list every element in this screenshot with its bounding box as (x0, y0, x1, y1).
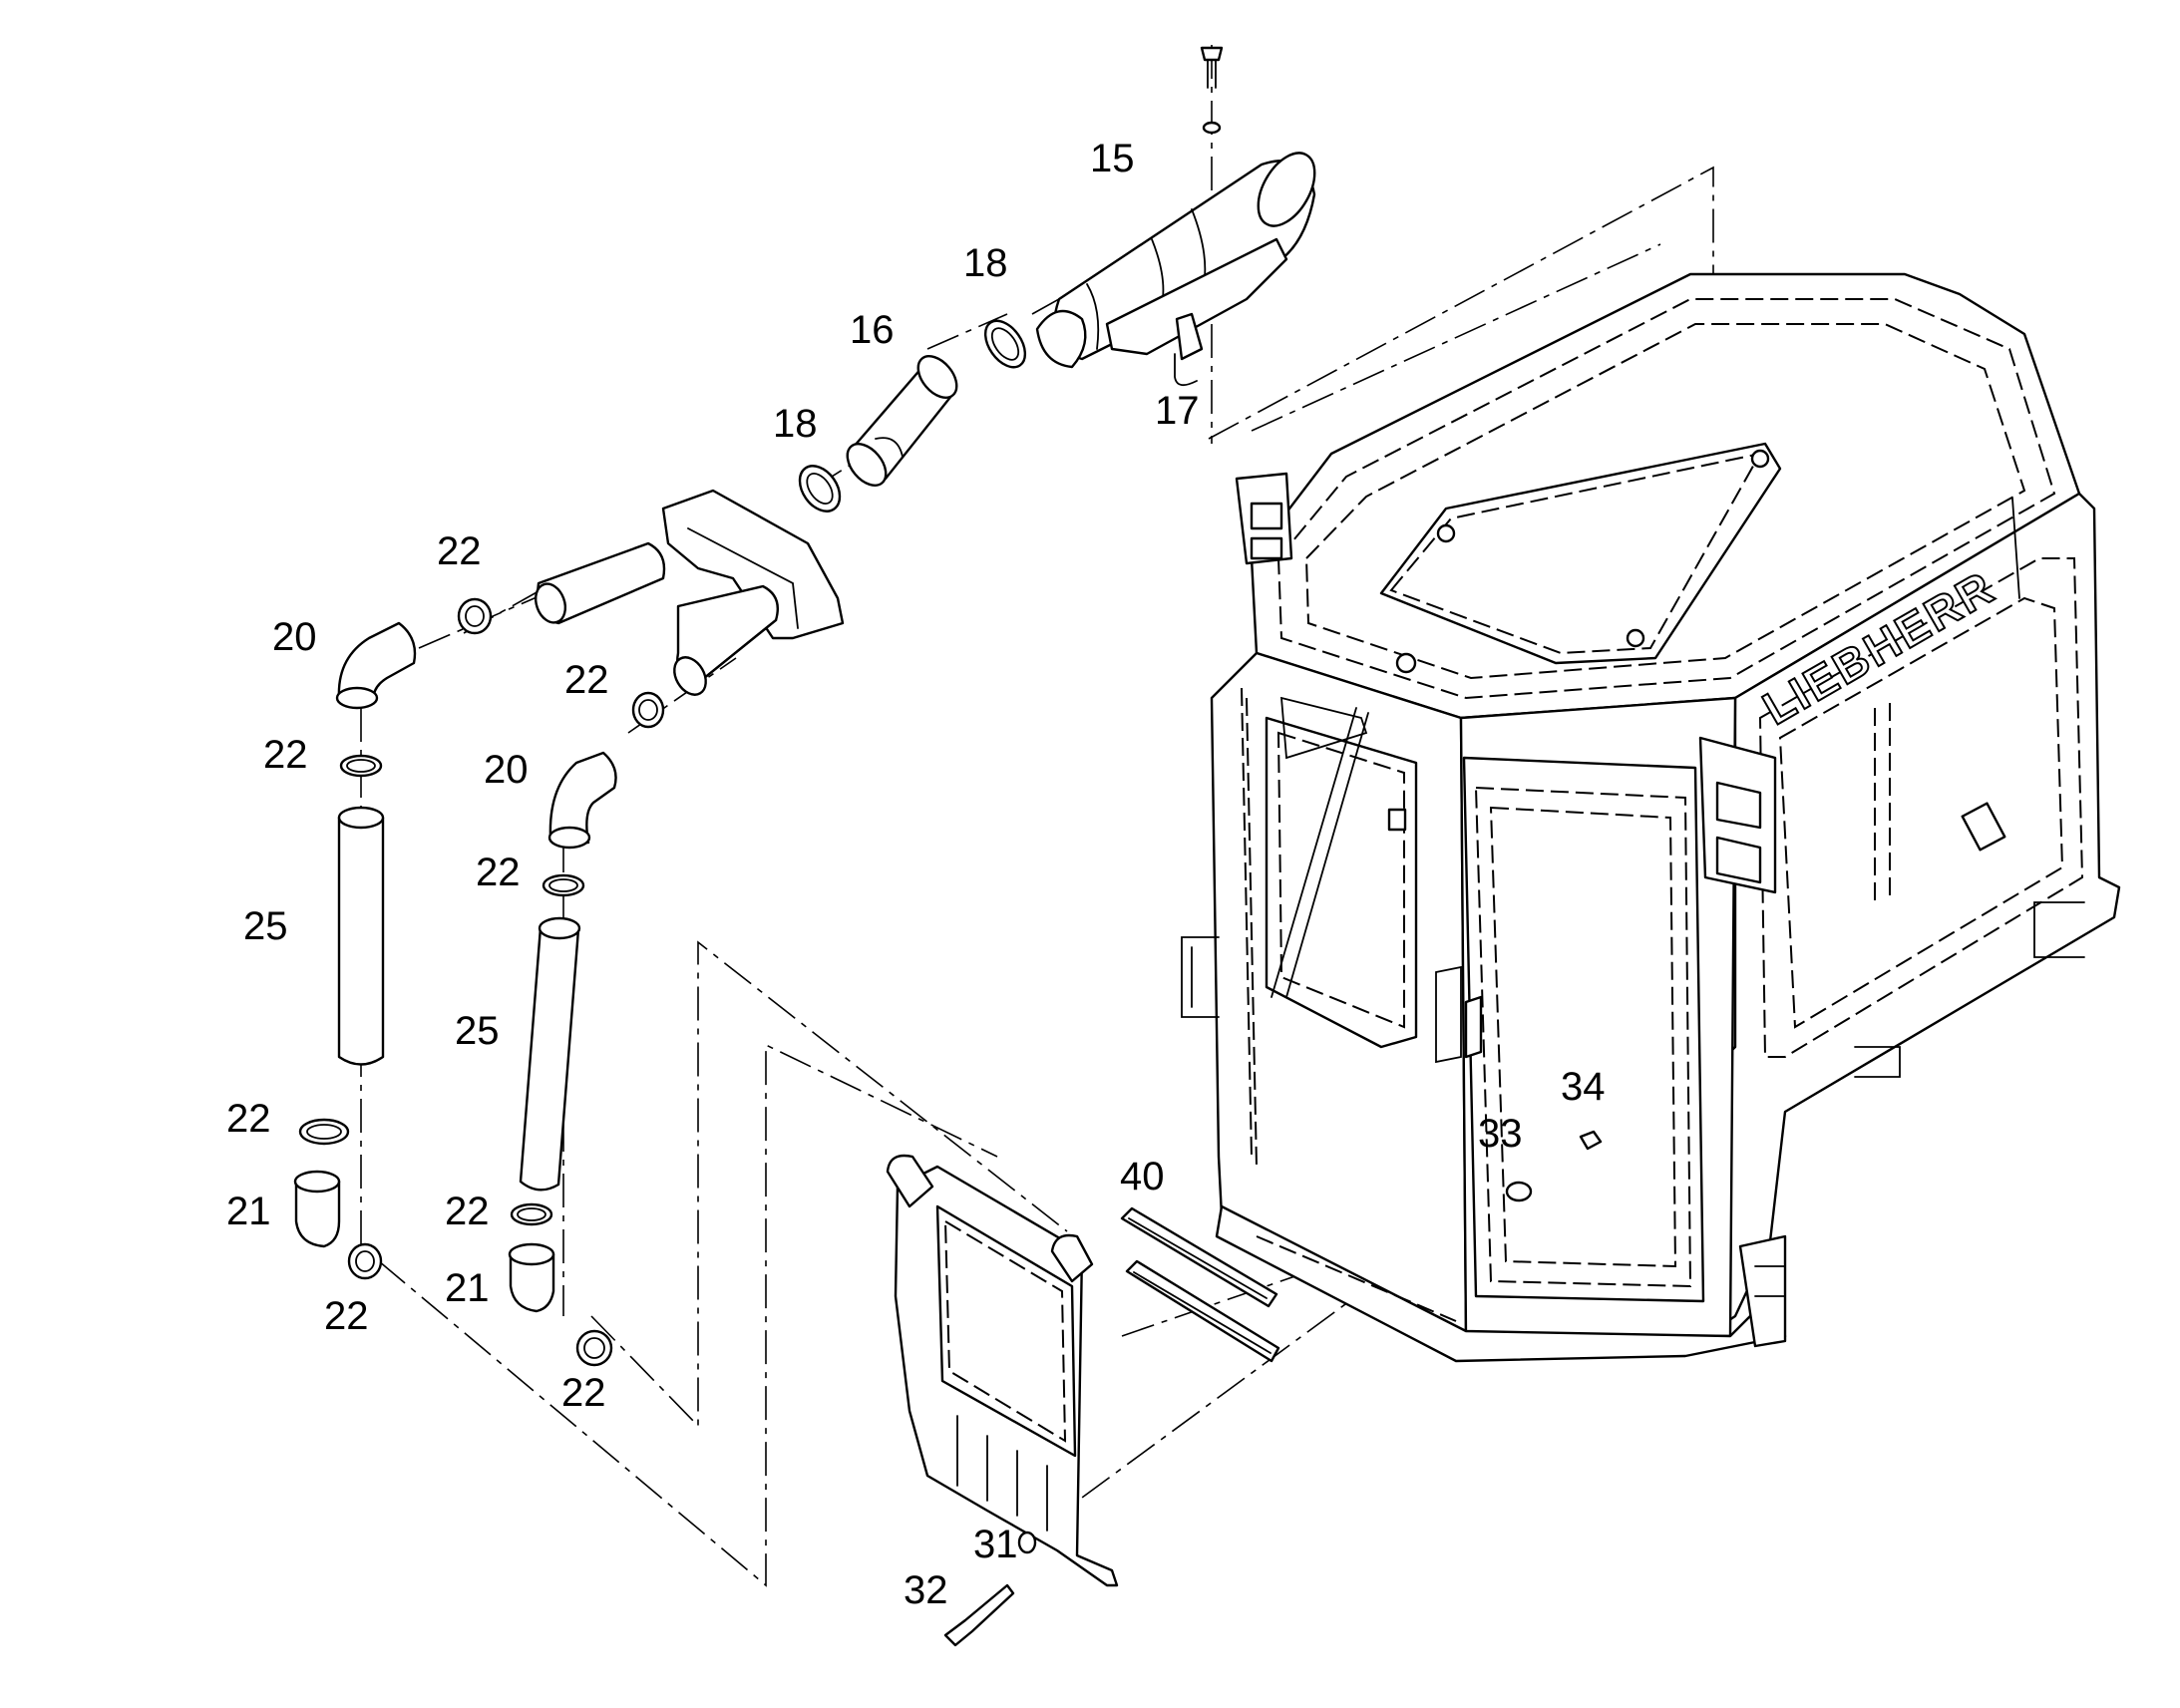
callout-31: 31 (973, 1523, 1018, 1566)
callout-22: 22 (476, 851, 521, 894)
callout-22: 22 (324, 1294, 369, 1338)
right-pipe-assembly (508, 691, 665, 1367)
callout-18: 18 (773, 402, 818, 446)
callout-40: 40 (1120, 1155, 1165, 1198)
callout-32: 32 (904, 1568, 948, 1612)
callout-21: 21 (226, 1190, 271, 1233)
callout-33: 33 (1478, 1112, 1523, 1156)
clamp-lower (798, 465, 842, 512)
washer-and-nut (1505, 1130, 1603, 1202)
callout-16: 16 (850, 308, 895, 352)
left-mirror (1235, 472, 1293, 565)
callout-18: 18 (963, 241, 1008, 285)
muffler-silencer (1035, 152, 1316, 369)
muffler-bracket-bolt (1200, 46, 1224, 135)
callout-22: 22 (561, 1371, 606, 1415)
callout-25: 25 (455, 1009, 500, 1053)
bolt-and-washer-lower (943, 1531, 1037, 1647)
callout-20: 20 (272, 615, 317, 659)
operator-cab: LIEBHERR (1181, 272, 2121, 1363)
callout-15: 15 (1090, 137, 1135, 180)
callout-21: 21 (445, 1266, 490, 1310)
connecting-hose (846, 355, 958, 487)
callout-22: 22 (564, 658, 609, 702)
callout-labels: 15 18 16 18 17 22 20 22 22 20 22 25 25 2… (226, 137, 1606, 1612)
callout-22: 22 (437, 529, 482, 573)
right-mirror (1698, 736, 1777, 894)
callout-22: 22 (226, 1097, 271, 1141)
callout-34: 34 (1561, 1065, 1606, 1109)
step-frame (886, 1154, 1119, 1587)
callout-22: 22 (445, 1190, 490, 1233)
callout-20: 20 (484, 748, 529, 792)
clamp-upper (983, 319, 1027, 369)
seal-strips (1120, 1206, 1280, 1363)
callout-22: 22 (263, 733, 308, 777)
bracket-strap (1174, 353, 1198, 387)
callout-25: 25 (243, 904, 288, 948)
left-pipe-assembly (293, 597, 493, 1280)
callout-17: 17 (1155, 389, 1200, 433)
exhaust-manifold (534, 489, 845, 696)
